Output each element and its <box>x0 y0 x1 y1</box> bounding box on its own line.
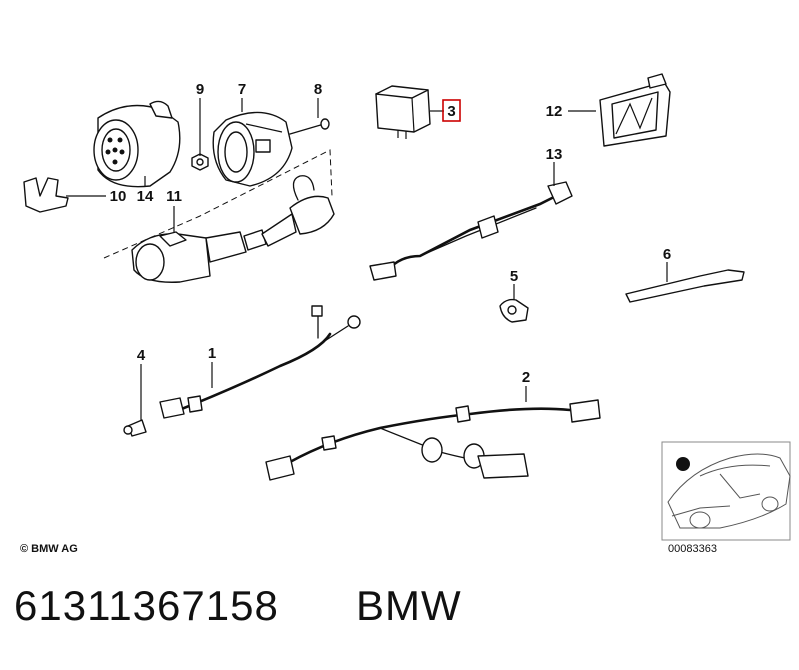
part-10-clip <box>23 177 69 213</box>
part-9-nut <box>191 153 209 171</box>
label-1: 1 <box>208 345 216 362</box>
label-7: 7 <box>238 81 246 98</box>
part-13-harness <box>369 181 573 281</box>
part-3-relay <box>375 85 431 139</box>
label-9: 9 <box>196 81 204 98</box>
location-marker-icon <box>676 457 690 471</box>
part-2-harness <box>265 399 601 481</box>
label-3: 3 <box>447 103 455 120</box>
part-12-cover <box>599 73 671 147</box>
part-11-cable-plug <box>103 149 335 283</box>
reference-number: 00083363 <box>668 543 717 555</box>
label-2: 2 <box>522 369 530 386</box>
label-6: 6 <box>663 246 671 263</box>
label-11: 11 <box>166 188 182 205</box>
label-10: 10 <box>110 188 127 205</box>
label-4: 4 <box>137 347 146 364</box>
leader-lines <box>66 98 668 420</box>
label-13: 13 <box>546 146 563 163</box>
copyright-text: © BMW AG <box>20 543 78 555</box>
highlight-box-3 <box>442 99 461 122</box>
label-8: 8 <box>314 81 322 98</box>
part-4-bulb <box>123 419 147 437</box>
label-5: 5 <box>510 268 518 285</box>
label-12: 12 <box>546 103 563 120</box>
part-number: 61311367158 <box>14 582 279 629</box>
part-7-socket-housing <box>212 111 293 187</box>
part-14-trailer-socket <box>93 100 181 188</box>
vehicle-locator-inset <box>661 441 791 541</box>
label-14: 14 <box>137 188 154 205</box>
part-5-clamp <box>499 298 529 323</box>
part-8-screw <box>289 118 330 135</box>
part-6-strap <box>625 269 745 303</box>
part-1-cable <box>159 305 361 419</box>
brand-name: BMW <box>356 582 462 629</box>
